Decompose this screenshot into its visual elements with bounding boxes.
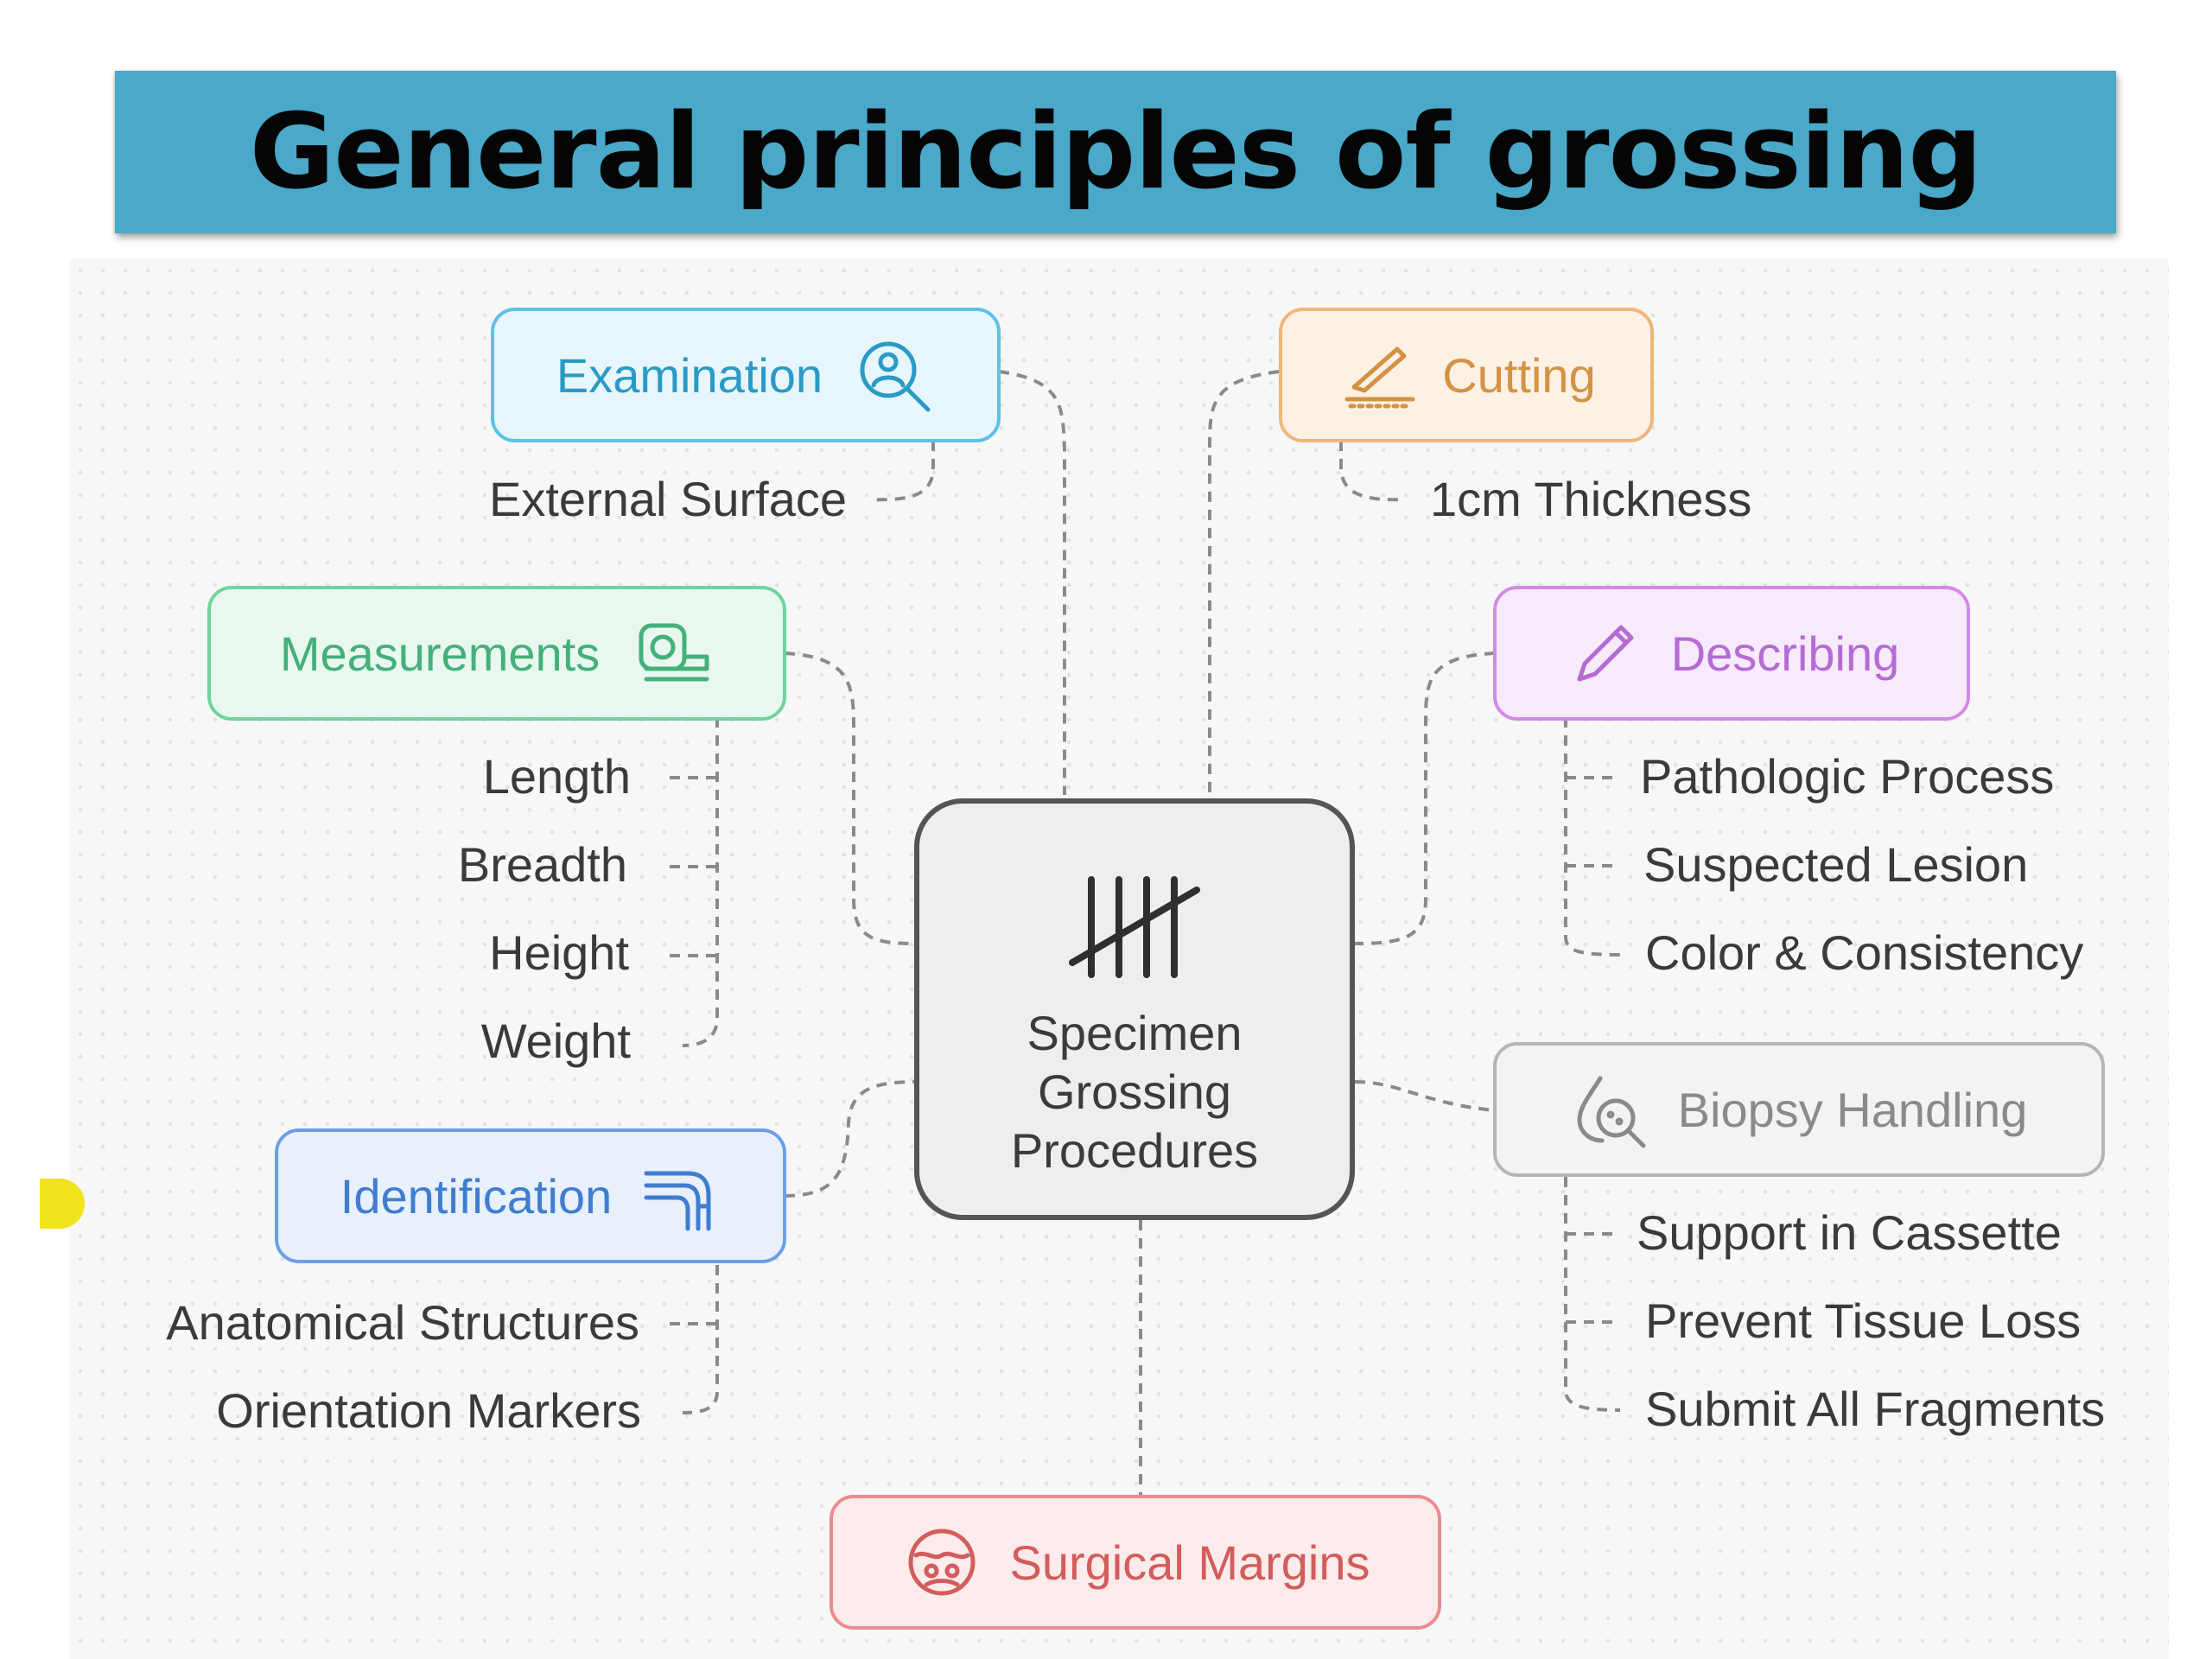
leaf-1cm-thickness: 1cm Thickness xyxy=(1430,472,1752,526)
tissue-circle-icon xyxy=(900,1521,983,1604)
identification-label: Identification xyxy=(340,1168,613,1224)
leaf-length: Length xyxy=(482,749,631,804)
measurements-node[interactable]: Measurements xyxy=(207,586,786,721)
pointer-marker xyxy=(40,1179,85,1229)
title-banner: General principles of grossing xyxy=(115,71,2116,233)
pen-icon xyxy=(1564,612,1647,695)
center-label: Specimen Grossing Procedures xyxy=(1010,1006,1259,1178)
leaf-prevent-tissue-loss: Prevent Tissue Loss xyxy=(1645,1294,2082,1348)
leaf-weight: Weight xyxy=(480,1014,631,1068)
leaf-color-consistency: Color & Consistency xyxy=(1645,925,2084,980)
leaf-breadth: Breadth xyxy=(457,837,627,892)
tally-marks-icon xyxy=(1065,873,1204,985)
leaf-suspected-lesion: Suspected Lesion xyxy=(1643,837,2029,892)
diagram-canvas xyxy=(69,259,2169,1659)
leaf-pathologic-process: Pathologic Process xyxy=(1640,749,2055,804)
describing-node[interactable]: Describing xyxy=(1493,586,1970,721)
scalpel-cut-icon xyxy=(1337,334,1420,416)
surgical-margins-node[interactable]: Surgical Margins xyxy=(830,1495,1441,1630)
examination-label: Examination xyxy=(556,347,823,403)
describing-label: Describing xyxy=(1670,626,1900,681)
cutting-node[interactable]: Cutting xyxy=(1279,308,1654,442)
cutting-label: Cutting xyxy=(1442,347,1596,403)
person-magnifier-icon xyxy=(852,334,935,416)
anatomy-knee-icon xyxy=(638,1154,721,1237)
drop-magnifier-icon xyxy=(1571,1068,1654,1151)
examination-node[interactable]: Examination xyxy=(491,308,1001,442)
center-node[interactable]: Specimen Grossing Procedures xyxy=(914,798,1355,1220)
surgical-margins-label: Surgical Margins xyxy=(1009,1535,1370,1590)
page-title: General principles of grossing xyxy=(249,92,1983,213)
leaf-submit-all-fragments: Submit All Fragments xyxy=(1645,1382,2106,1436)
leaf-anatomical-structures: Anatomical Structures xyxy=(166,1295,639,1350)
measurements-label: Measurements xyxy=(279,626,601,681)
identification-node[interactable]: Identification xyxy=(275,1128,786,1263)
tape-measure-icon xyxy=(631,612,714,695)
leaf-height: Height xyxy=(489,925,629,980)
leaf-external-surface: External Surface xyxy=(489,472,847,526)
leaf-support-in-cassette: Support in Cassette xyxy=(1637,1205,2062,1260)
leaf-orientation-markers: Orientation Markers xyxy=(216,1383,641,1438)
biopsy-handling-label: Biopsy Handling xyxy=(1677,1082,2028,1137)
biopsy-handling-node[interactable]: Biopsy Handling xyxy=(1493,1042,2105,1177)
